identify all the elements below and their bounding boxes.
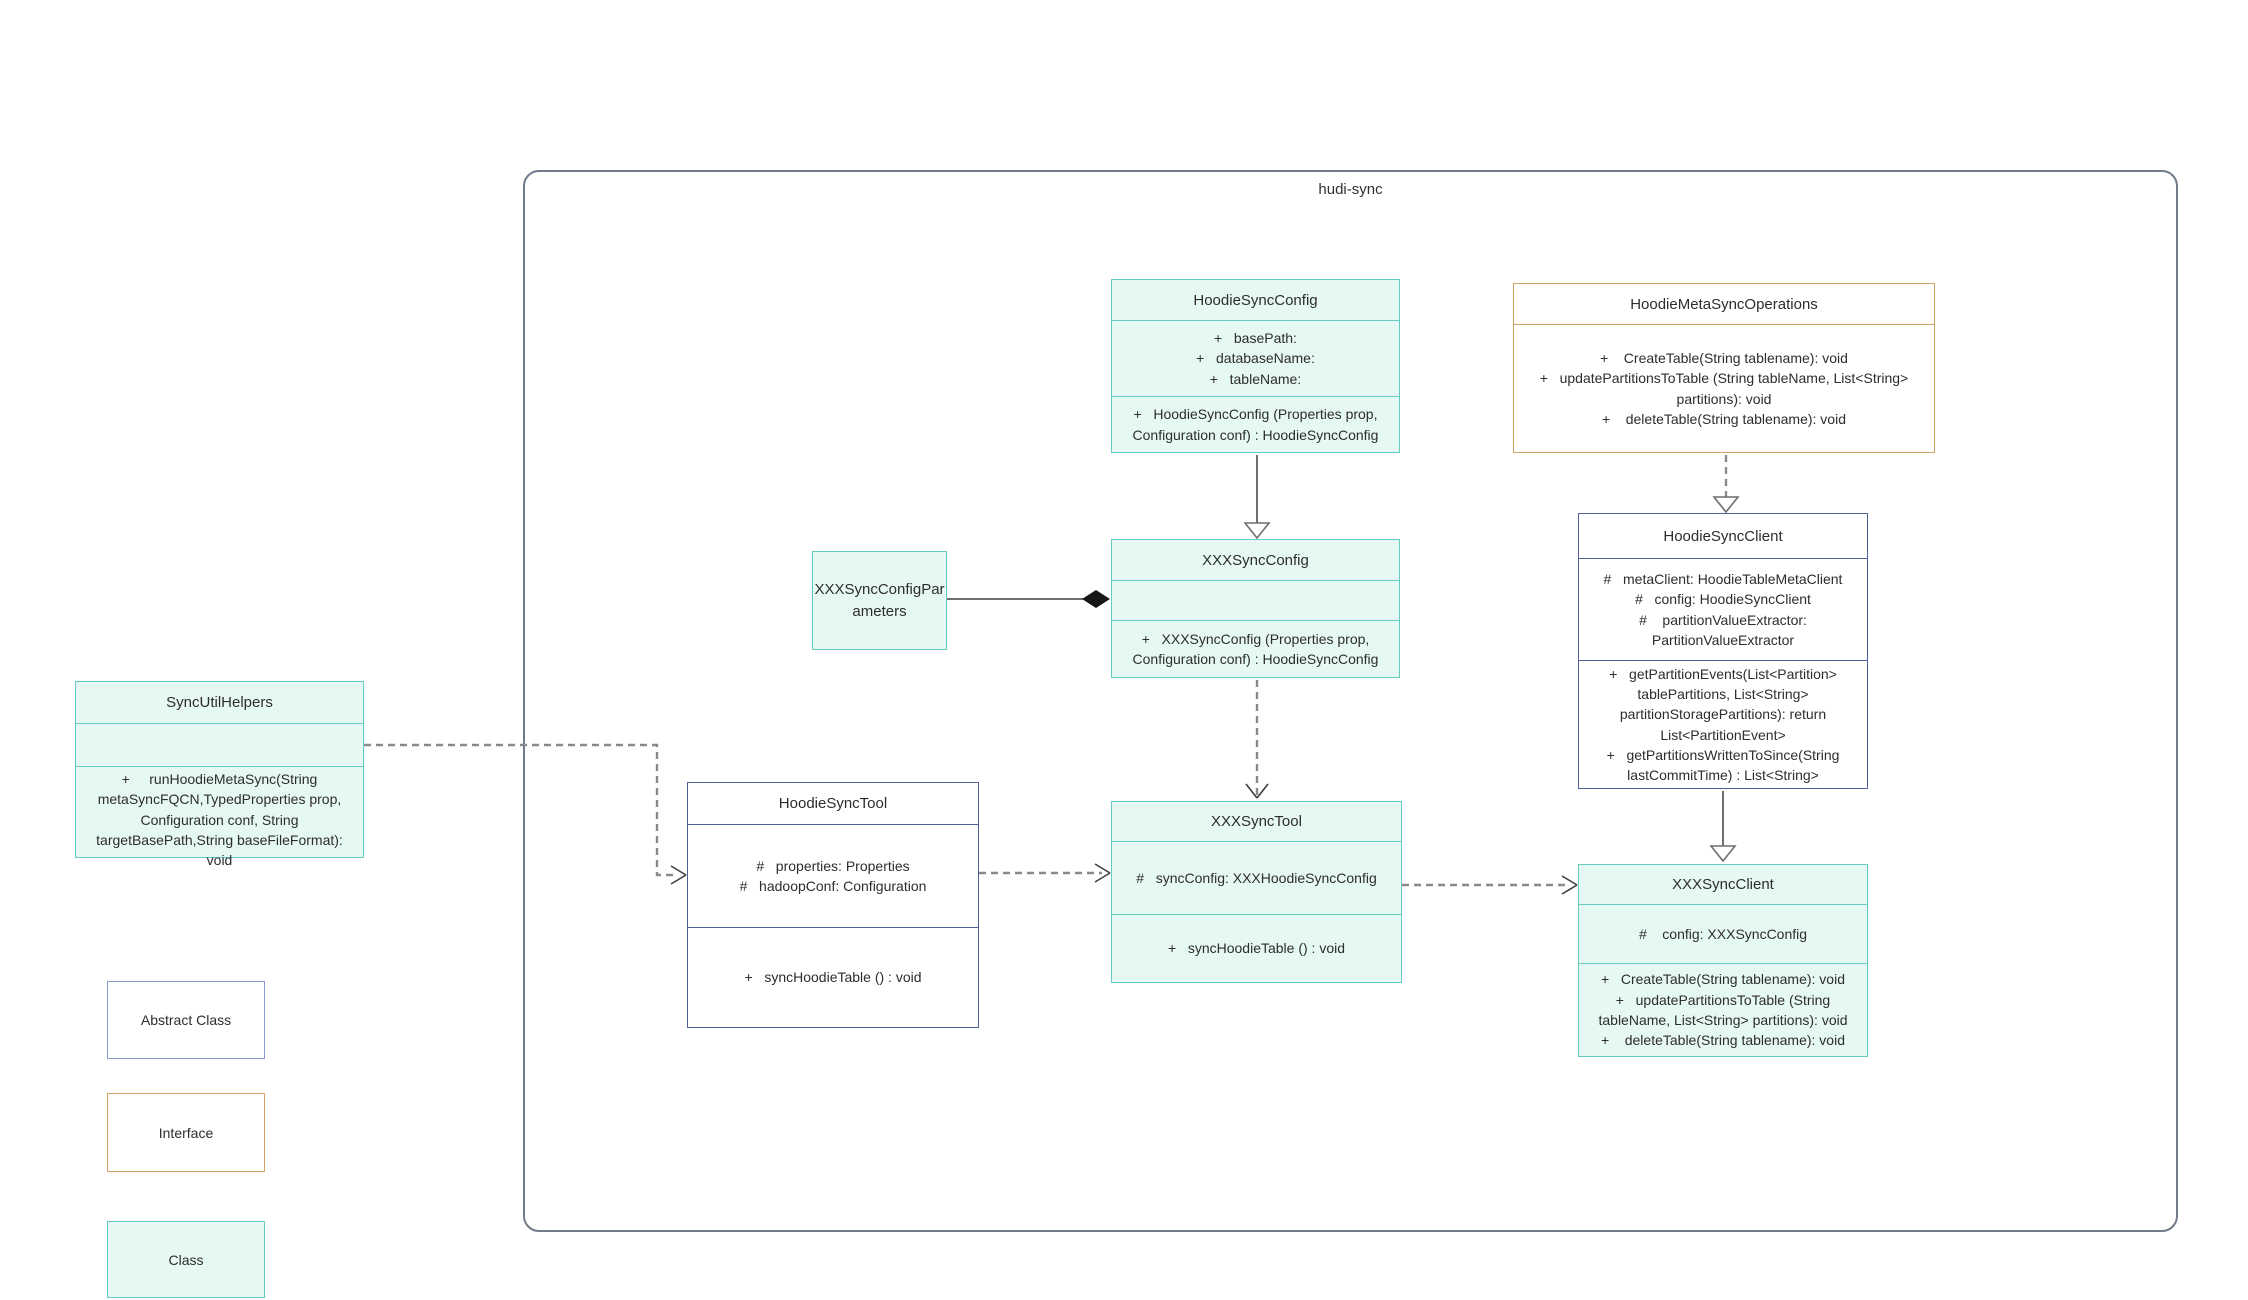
- class-title-text: XXXSyncConfigPar ameters: [814, 580, 945, 620]
- legend-interface[interactable]: Interface: [107, 1093, 265, 1172]
- container-label: hudi-sync: [1318, 181, 1383, 198]
- method-line: + deleteTable(String tablename): void: [1601, 1032, 1845, 1049]
- methods-section: + HoodieSyncConfig (Properties prop, Con…: [1112, 396, 1399, 452]
- hudi-sync-container[interactable]: [523, 170, 2178, 1232]
- interface-box-hoodiemetasyncoperations[interactable]: HoodieMetaSyncOperations + CreateTable(S…: [1513, 283, 1935, 453]
- class-title: XXXSyncTool: [1211, 813, 1302, 830]
- attribute-line: # partitionValueExtractor: PartitionValu…: [1639, 611, 1811, 648]
- class-title: HoodieMetaSyncOperations: [1630, 295, 1818, 313]
- class-title: HoodieSyncClient: [1663, 527, 1783, 545]
- attributes-section: # metaClient: HoodieTableMetaClient # co…: [1579, 558, 1867, 660]
- attribute-line: + databaseName:: [1196, 350, 1315, 367]
- class-box-xxxsyncconfigparameters[interactable]: XXXSyncConfigPar ameters: [812, 551, 947, 650]
- class-title: XXXSyncClient: [1672, 876, 1774, 893]
- attributes-section: # config: XXXSyncConfig: [1579, 904, 1867, 963]
- methods-section: + syncHoodieTable () : void: [688, 927, 978, 1027]
- attribute-line: # config: XXXSyncConfig: [1638, 925, 1808, 942]
- method-line: + updatePartitionsToTable (String tableN…: [1598, 991, 1848, 1028]
- class-box-xxxsyncclient[interactable]: XXXSyncClient # config: XXXSyncConfig + …: [1578, 864, 1868, 1057]
- method-line: + getPartitionsWrittenToSince(String las…: [1606, 746, 1844, 784]
- method-line: + syncHoodieTable () : void: [744, 969, 922, 986]
- method-line: + syncHoodieTable () : void: [1167, 940, 1346, 957]
- abstract-box-hoodiesynctool[interactable]: HoodieSyncTool # properties: Properties …: [687, 782, 979, 1028]
- methods-section: + XXXSyncConfig (Properties prop, Config…: [1112, 620, 1399, 677]
- class-title: SyncUtilHelpers: [166, 694, 273, 711]
- attribute-line: # config: HoodieSyncClient: [1635, 591, 1811, 608]
- method-line: + CreateTable(String tablename): void: [1601, 971, 1845, 988]
- legend-label: Abstract Class: [140, 1012, 232, 1028]
- method-line: + HoodieSyncConfig (Properties prop, Con…: [1132, 406, 1382, 443]
- class-box-xxxsynctool[interactable]: XXXSyncTool # syncConfig: XXXHoodieSyncC…: [1111, 801, 1402, 983]
- method-line: + runHoodieMetaSync(String metaSyncFQCN,…: [96, 771, 347, 869]
- class-title: HoodieSyncConfig: [1193, 291, 1318, 309]
- legend-class[interactable]: Class: [107, 1221, 265, 1298]
- attributes-section: # properties: Properties # hadoopConf: C…: [688, 824, 978, 927]
- methods-section: + CreateTable(String tablename): void + …: [1579, 963, 1867, 1056]
- class-box-hoodiesyncconfig[interactable]: HoodieSyncConfig + basePath: + databaseN…: [1111, 279, 1400, 453]
- legend-abstract-class[interactable]: Abstract Class: [107, 981, 265, 1059]
- methods-section: + syncHoodieTable () : void: [1112, 914, 1401, 982]
- class-box-syncutilhelpers[interactable]: SyncUtilHelpers + runHoodieMetaSync(Stri…: [75, 681, 364, 868]
- method-line: + CreateTable(String tablename): void: [1600, 349, 1848, 366]
- attribute-line: # syncConfig: XXXHoodieSyncConfig: [1136, 869, 1377, 886]
- attributes-section: + basePath: + databaseName: + tableName:: [1112, 320, 1399, 396]
- attributes-section-empty: [1112, 580, 1399, 620]
- methods-section: + runHoodieMetaSync(String metaSyncFQCN,…: [76, 766, 363, 872]
- attribute-line: # metaClient: HoodieTableMetaClient: [1603, 570, 1843, 587]
- methods-section: + getPartitionEvents(List<Partition> tab…: [1579, 660, 1867, 788]
- method-line: + XXXSyncConfig (Properties prop, Config…: [1132, 630, 1379, 667]
- method-line: + deleteTable(String tablename): void: [1602, 410, 1846, 427]
- class-title: XXXSyncConfigPar ameters: [813, 552, 946, 649]
- legend-label: Interface: [158, 1124, 214, 1141]
- attribute-line: + tableName:: [1209, 370, 1302, 387]
- attributes-section-empty: [76, 723, 363, 766]
- attribute-line: # properties: Properties: [756, 857, 910, 874]
- method-line: + getPartitionEvents(List<Partition> tab…: [1609, 665, 1841, 743]
- methods-section: + CreateTable(String tablename): void + …: [1514, 324, 1934, 452]
- attribute-line: + basePath:: [1214, 330, 1297, 347]
- class-title: HoodieSyncTool: [778, 795, 888, 812]
- class-box-xxxsyncconfig[interactable]: XXXSyncConfig + XXXSyncConfig (Propertie…: [1111, 539, 1400, 678]
- legend-label: Class: [168, 1251, 204, 1268]
- class-title: XXXSyncConfig: [1202, 551, 1309, 569]
- method-line: + updatePartitionsToTable (String tableN…: [1539, 370, 1913, 407]
- attribute-line: # hadoopConf: Configuration: [739, 878, 927, 894]
- abstract-box-hoodiesyncclient[interactable]: HoodieSyncClient # metaClient: HoodieTab…: [1578, 513, 1868, 789]
- attributes-section: # syncConfig: XXXHoodieSyncConfig: [1112, 841, 1401, 914]
